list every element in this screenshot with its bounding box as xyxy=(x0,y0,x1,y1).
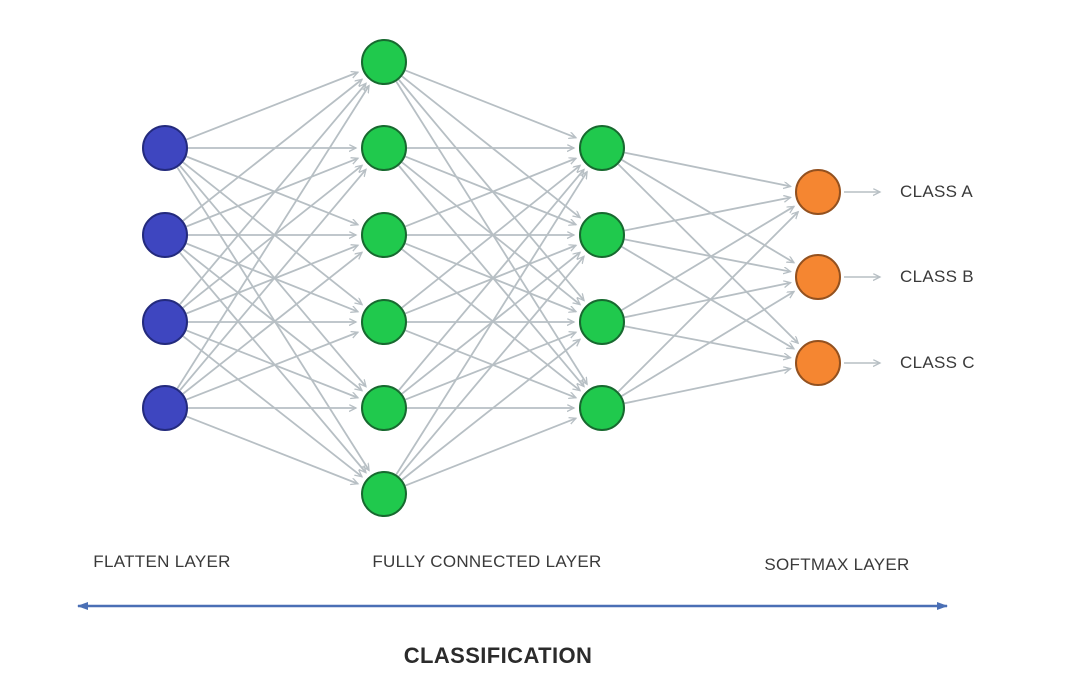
edge-flatten-1-to-fully-connected-1-1 xyxy=(186,158,358,228)
edges-group xyxy=(176,69,798,487)
node-fully-connected-1-5 xyxy=(361,385,407,431)
edge-flatten-0-to-fully-connected-1-2 xyxy=(186,155,358,224)
class-label-2: CLASS B xyxy=(900,267,974,286)
edge-fully-connected-1-1-to-fully-connected-2-1 xyxy=(405,155,576,225)
edge-flatten-0-to-fully-connected-1-4 xyxy=(179,165,366,387)
edge-flatten-1-to-fully-connected-1-3 xyxy=(186,242,358,311)
edge-fully-connected-2-1-to-softmax-2 xyxy=(621,245,794,350)
node-softmax-1 xyxy=(795,169,841,215)
edge-flatten-3-to-fully-connected-1-1 xyxy=(179,169,366,391)
edge-fully-connected-1-2-to-fully-connected-2-2 xyxy=(405,242,576,312)
edge-flatten-1-to-fully-connected-1-4 xyxy=(182,248,362,390)
edge-fully-connected-2-1-to-softmax-0 xyxy=(624,197,791,232)
node-softmax-3 xyxy=(795,340,841,386)
edge-fully-connected-2-1-to-softmax-1 xyxy=(624,238,791,271)
arrows-group xyxy=(77,192,948,610)
edge-flatten-0-to-fully-connected-1-0 xyxy=(186,72,358,141)
node-fully-connected-2-3 xyxy=(579,299,625,345)
node-fully-connected-2-4 xyxy=(579,385,625,431)
edge-fully-connected-2-3-to-softmax-2 xyxy=(624,369,791,405)
node-fully-connected-1-6 xyxy=(361,471,407,517)
node-flatten-3 xyxy=(142,299,188,345)
edge-fully-connected-1-5-to-fully-connected-2-0 xyxy=(395,172,587,476)
edge-fully-connected-1-2-to-fully-connected-2-0 xyxy=(405,158,576,228)
edge-fully-connected-1-5-to-fully-connected-2-3 xyxy=(405,418,576,487)
edge-fully-connected-2-3-to-softmax-1 xyxy=(621,290,794,397)
edge-flatten-3-to-fully-connected-1-5 xyxy=(186,415,358,483)
node-fully-connected-1-2 xyxy=(361,125,407,171)
node-fully-connected-1-4 xyxy=(361,299,407,345)
edge-fully-connected-1-5-to-fully-connected-2-1 xyxy=(398,256,584,477)
edge-flatten-3-to-fully-connected-1-0 xyxy=(176,86,369,390)
edge-fully-connected-1-1-to-fully-connected-2-2 xyxy=(401,161,580,304)
layer-label-1: FLATTEN LAYER xyxy=(93,552,231,571)
node-flatten-4 xyxy=(142,385,188,431)
edge-fully-connected-1-3-to-fully-connected-2-3 xyxy=(405,329,576,397)
edge-fully-connected-1-4-to-fully-connected-2-0 xyxy=(398,169,584,391)
edge-fully-connected-2-2-to-softmax-0 xyxy=(621,205,794,311)
node-softmax-2 xyxy=(795,254,841,300)
edge-fully-connected-1-0-to-fully-connected-2-0 xyxy=(405,69,576,137)
edge-fully-connected-2-0-to-softmax-0 xyxy=(624,151,791,187)
edge-fully-connected-2-0-to-softmax-1 xyxy=(621,159,794,264)
edge-flatten-0-to-fully-connected-1-3 xyxy=(182,161,362,304)
node-fully-connected-2-2 xyxy=(579,212,625,258)
node-fully-connected-1-1 xyxy=(361,39,407,85)
nodes-group xyxy=(142,39,841,517)
edge-fully-connected-1-3-to-fully-connected-2-0 xyxy=(401,165,580,309)
node-fully-connected-2-1 xyxy=(579,125,625,171)
classification-caption: CLASSIFICATION xyxy=(403,643,593,668)
edge-fully-connected-1-1-to-fully-connected-2-3 xyxy=(398,165,584,387)
node-flatten-2 xyxy=(142,212,188,258)
edge-fully-connected-1-2-to-fully-connected-2-3 xyxy=(401,248,580,390)
edge-flatten-2-to-fully-connected-1-4 xyxy=(186,329,358,397)
edge-flatten-1-to-fully-connected-1-0 xyxy=(182,79,362,222)
edge-fully-connected-2-2-to-softmax-2 xyxy=(624,325,791,357)
edge-fully-connected-2-2-to-softmax-1 xyxy=(624,283,791,319)
edge-flatten-3-to-fully-connected-1-2 xyxy=(182,252,362,395)
edge-flatten-3-to-fully-connected-1-3 xyxy=(186,332,358,401)
edge-fully-connected-1-0-to-fully-connected-2-1 xyxy=(401,75,580,217)
node-flatten-1 xyxy=(142,125,188,171)
class-label-3: CLASS C xyxy=(900,353,975,372)
edge-flatten-2-to-fully-connected-1-5 xyxy=(182,335,362,476)
edge-fully-connected-1-5-to-fully-connected-2-2 xyxy=(401,339,580,481)
edge-flatten-2-to-fully-connected-1-0 xyxy=(179,83,366,305)
edge-flatten-1-to-fully-connected-1-5 xyxy=(179,251,366,473)
edge-fully-connected-2-3-to-softmax-0 xyxy=(617,212,798,393)
class-label-1: CLASS A xyxy=(900,182,973,201)
layer-label-2: FULLY CONNECTED LAYER xyxy=(372,552,602,571)
edge-fully-connected-2-0-to-softmax-2 xyxy=(617,163,798,343)
node-fully-connected-1-3 xyxy=(361,212,407,258)
layer-label-3: SOFTMAX LAYER xyxy=(764,555,910,574)
